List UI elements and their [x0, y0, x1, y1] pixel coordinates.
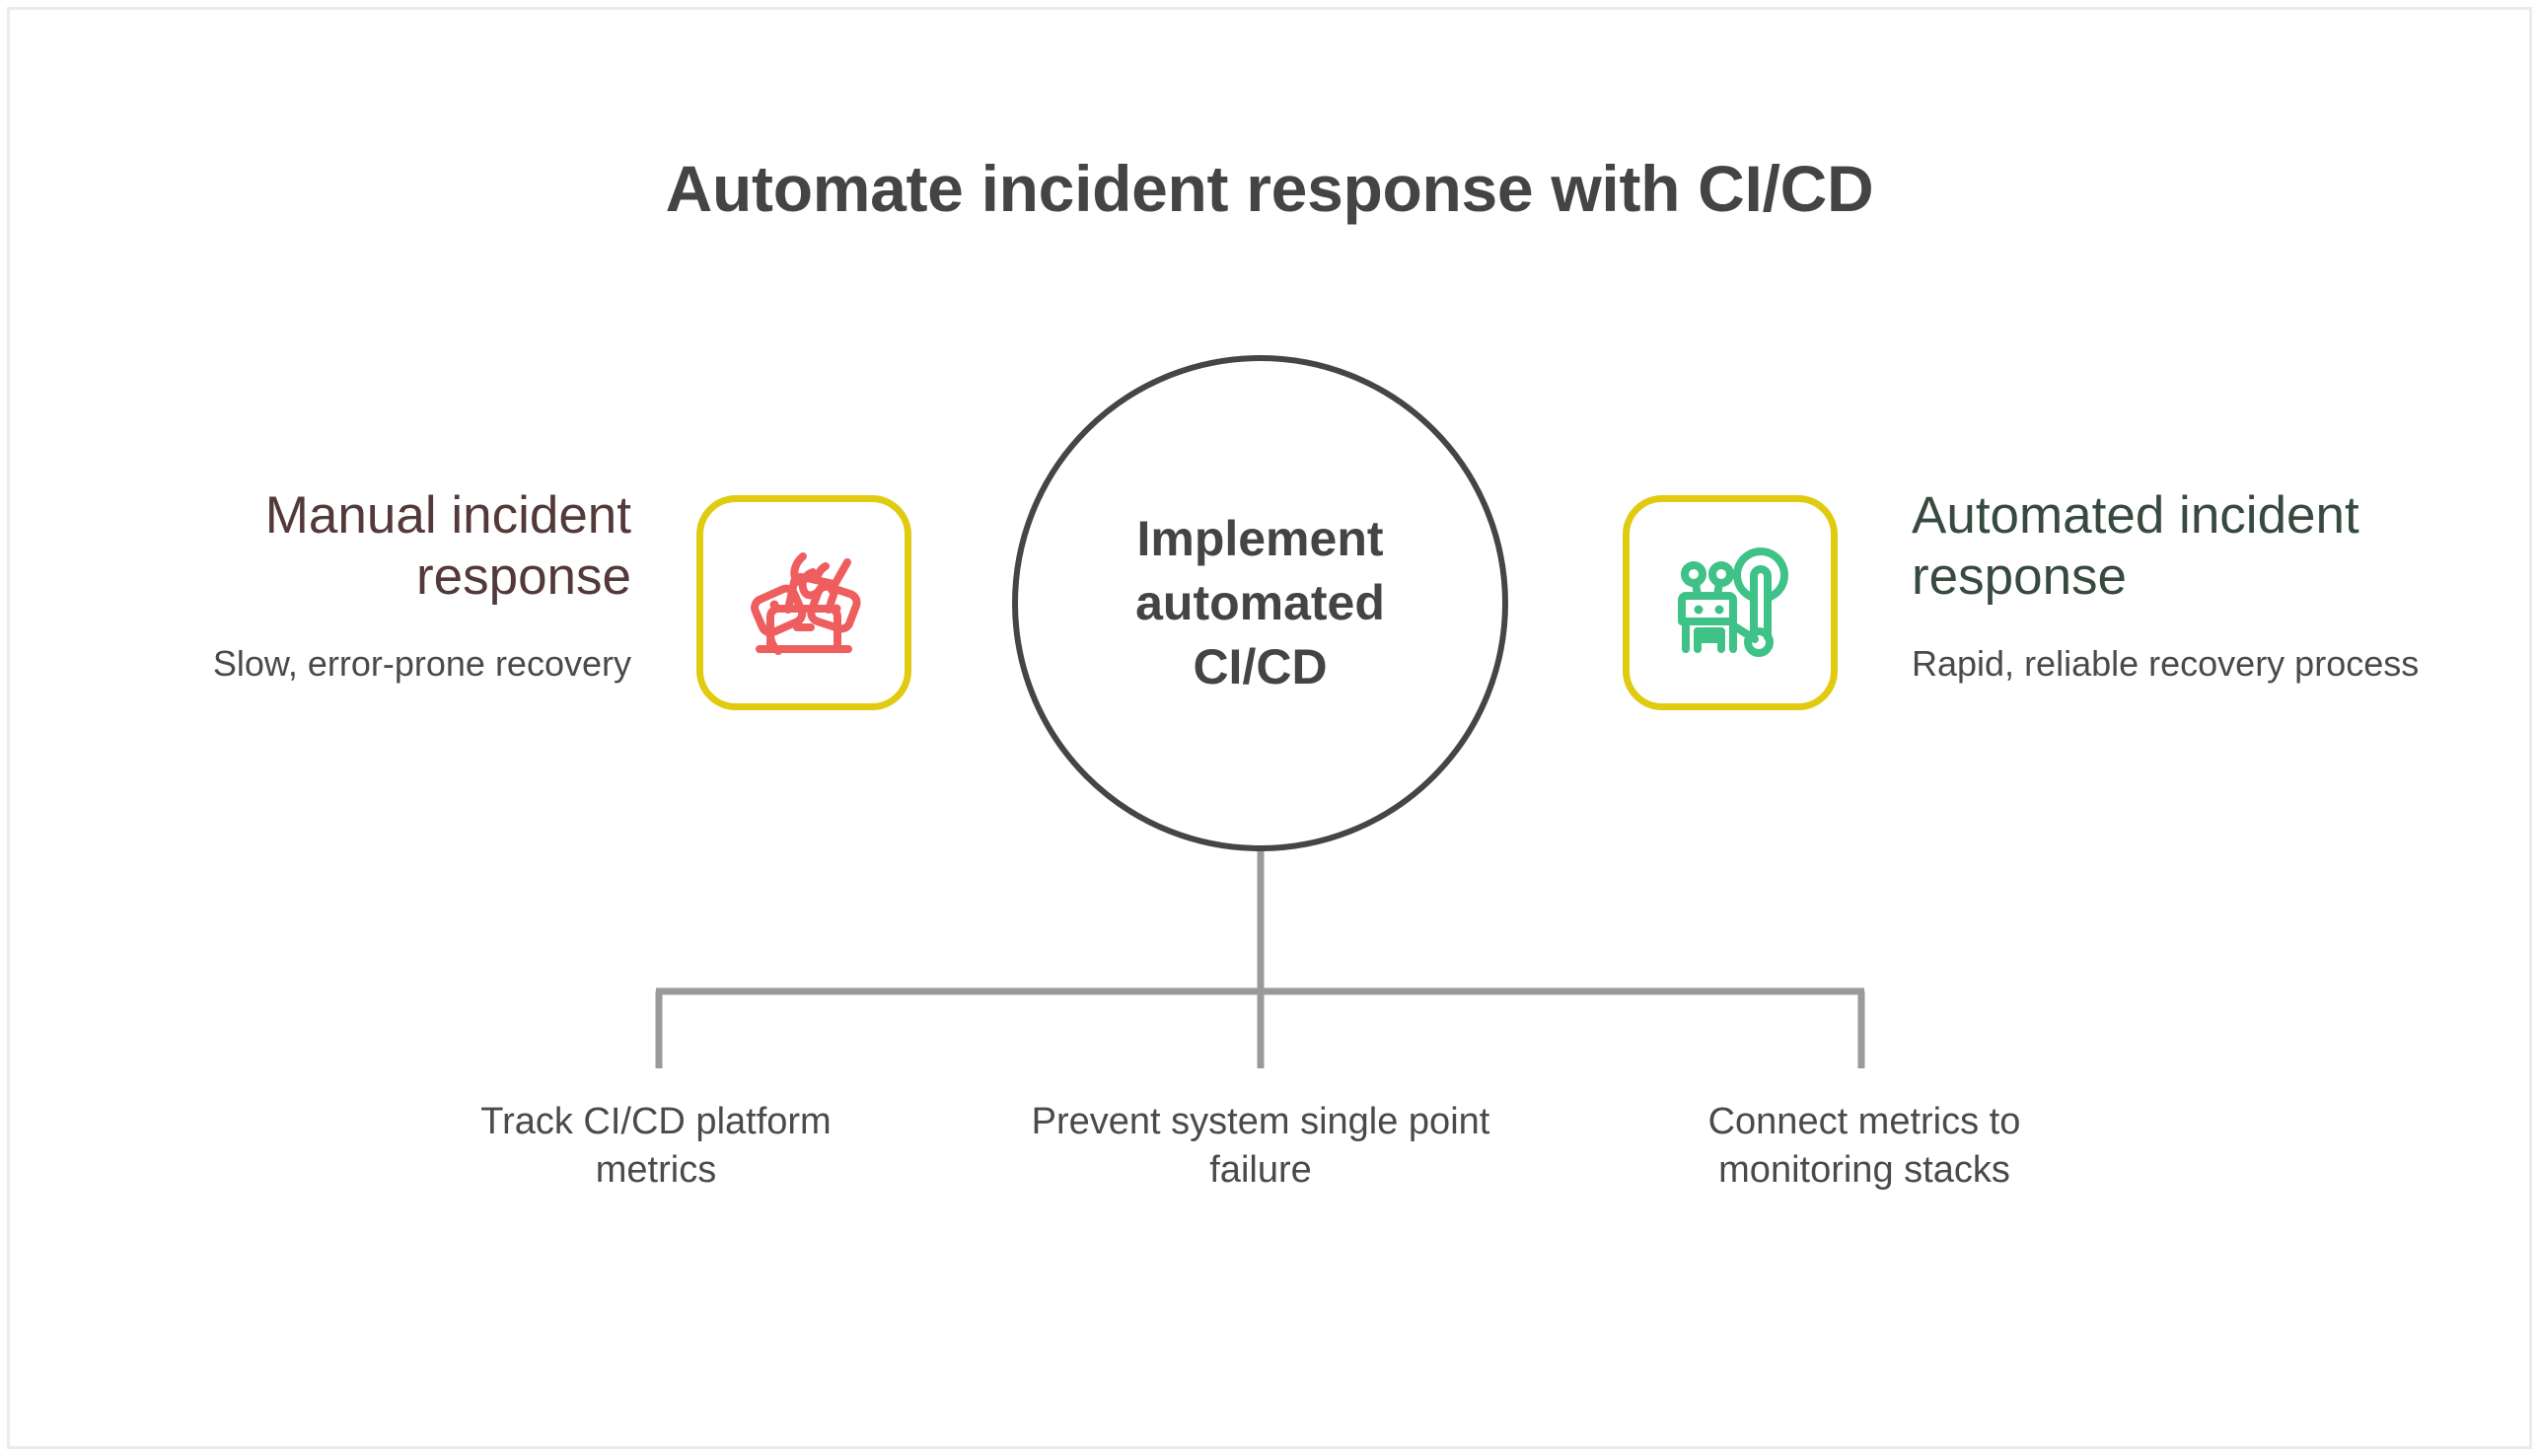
- robot-wrench-icon: [1656, 527, 1804, 680]
- center-node-label: Implement automated CI/CD: [1135, 511, 1385, 694]
- page-title: Automate incident response with CI/CD: [665, 152, 1874, 225]
- left-state-heading: Manual incident response: [264, 486, 631, 606]
- branch-label-connect-monitoring: Connect metrics to monitoring stacks: [1707, 1101, 2021, 1192]
- branch-label-prevent-spof: Prevent system single point failure: [1031, 1101, 1490, 1192]
- frustrated-person-laptop-icon: [730, 527, 878, 680]
- right-state-block: Automated incident response Rapid, relia…: [1912, 485, 2425, 687]
- right-icon-tile[interactable]: [1623, 495, 1838, 710]
- right-state-heading: Automated incident response: [1912, 486, 2359, 606]
- left-state-subtext: Slow, error-prone recovery: [212, 643, 631, 684]
- left-state-block: Manual incident response Slow, error-pro…: [138, 485, 631, 687]
- branch-label-track-metrics: Track CI/CD platform metrics: [480, 1101, 832, 1192]
- center-node[interactable]: Implement automated CI/CD: [1012, 355, 1508, 851]
- left-icon-tile[interactable]: [696, 495, 911, 710]
- right-state-subtext: Rapid, reliable recovery process: [1912, 643, 2420, 684]
